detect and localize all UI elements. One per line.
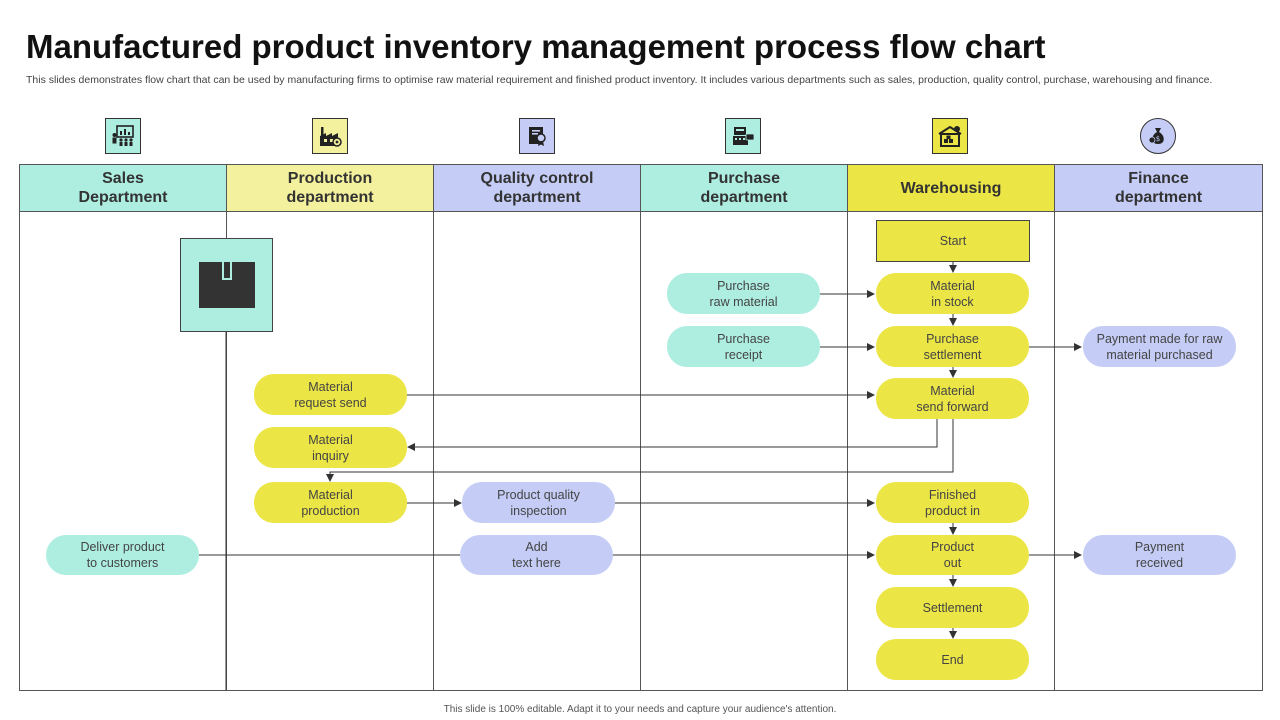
lane-header-label: Production department — [286, 170, 374, 206]
product-box — [180, 238, 273, 332]
node-label: Material inquiry — [308, 432, 353, 463]
node-purchase-raw-material: Purchase raw material — [667, 273, 820, 314]
lane-header-quality-control: Quality control department — [434, 165, 640, 211]
factory-icon — [312, 118, 348, 154]
node-label: Product out — [930, 540, 975, 570]
node-material-send-forward: Material send forward — [876, 378, 1029, 419]
node-label: Payment made for raw material purchased — [1096, 331, 1223, 362]
node-label: Settlement — [922, 600, 983, 615]
lane-header-warehousing: Warehousing — [848, 165, 1054, 211]
node-payment-received: Payment received — [1083, 535, 1236, 575]
node-label: Start — [939, 234, 967, 248]
node-label: Payment received — [1134, 540, 1185, 570]
node-label: Material in stock — [930, 278, 975, 309]
node-purchase-settlement: Purchase settlement — [876, 326, 1029, 367]
node-finished-product-in: Finished product in — [876, 482, 1029, 523]
money-bag-icon: $ — [1140, 118, 1176, 154]
node-material-request-send: Material request send — [254, 374, 407, 415]
node-label: Add text here — [512, 540, 561, 570]
node-start: Start — [876, 220, 1030, 262]
arrow-forward-to-inquiry — [407, 419, 938, 451]
header-divider — [19, 211, 1263, 212]
lane-header-label: Sales Department — [78, 170, 168, 206]
page-subtitle: This slides demonstrates flow chart that… — [26, 74, 1213, 86]
package-icon — [198, 262, 255, 308]
lane-divider — [1054, 165, 1055, 690]
node-deliver-product: Deliver product to customers — [46, 535, 199, 575]
node-settlement: Settlement — [876, 587, 1029, 628]
node-product-out: Product out — [876, 535, 1029, 575]
warehouse-icon — [932, 118, 968, 154]
lane-header-production: Production department — [227, 165, 433, 211]
node-add-text-here: Add text here — [460, 535, 613, 575]
arrow-forward-to-production — [326, 419, 954, 482]
lane-header-finance: Finance department — [1055, 165, 1262, 211]
node-label: Finished product in — [925, 487, 980, 518]
node-material-inquiry: Material inquiry — [254, 427, 407, 468]
node-label: Purchase receipt — [717, 331, 770, 362]
node-label: End — [941, 652, 964, 667]
node-label: Product quality inspection — [497, 487, 580, 518]
node-label: Material request send — [294, 379, 367, 410]
lane-header-purchase: Purchase department — [641, 165, 847, 211]
node-label: Purchase raw material — [709, 278, 778, 309]
node-end: End — [876, 639, 1029, 680]
node-label: Purchase settlement — [923, 331, 982, 362]
lane-header-label: Purchase department — [700, 170, 788, 206]
lane-header-label: Quality control department — [480, 170, 594, 206]
lane-header-label: Finance department — [1114, 170, 1203, 206]
node-label: Material send forward — [916, 383, 989, 414]
flowchart-board — [19, 164, 1263, 691]
cash-register-icon — [725, 118, 761, 154]
node-purchase-receipt: Purchase receipt — [667, 326, 820, 367]
node-label: Material production — [301, 487, 360, 518]
node-payment-raw-material: Payment made for raw material purchased — [1083, 326, 1236, 367]
node-product-quality-inspection: Product quality inspection — [462, 482, 615, 523]
lane-divider — [433, 165, 434, 690]
svg-text:$: $ — [1156, 135, 1160, 143]
lane-divider — [640, 165, 641, 690]
footer-note: This slide is 100% editable. Adapt it to… — [443, 704, 837, 715]
certificate-icon — [519, 118, 555, 154]
presentation-team-icon — [105, 118, 141, 154]
lane-divider — [847, 165, 848, 690]
lane-header-sales: Sales Department — [20, 165, 226, 211]
node-material-in-stock: Material in stock — [876, 273, 1029, 314]
node-material-production: Material production — [254, 482, 407, 523]
node-label: Deliver product to customers — [80, 540, 165, 570]
lane-header-label: Warehousing — [900, 179, 1002, 197]
page-title: Manufactured product inventory managemen… — [26, 28, 1046, 65]
